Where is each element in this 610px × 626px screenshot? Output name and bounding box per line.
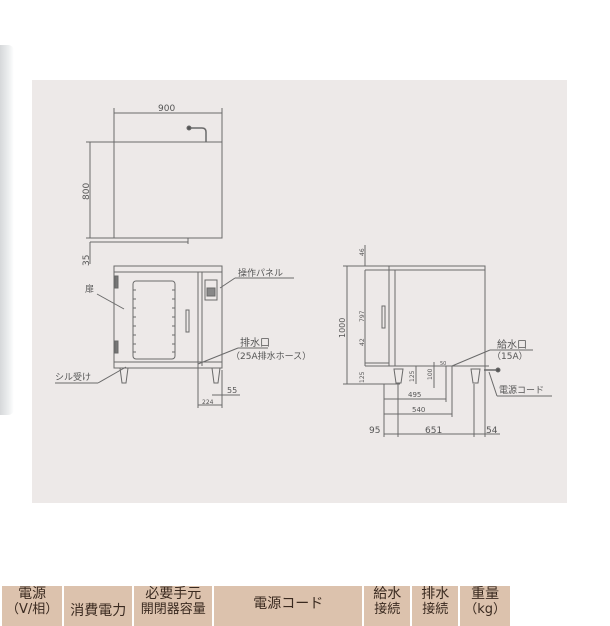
header-water-supply: 給水接続 [364,586,411,626]
dim-35: 35 [82,255,92,266]
control-panel [204,279,218,301]
side-view-body [388,265,486,367]
door-handle [185,309,190,333]
front-view-body [113,265,223,369]
dim-651: 651 [425,426,442,436]
dim-50: 50 [440,361,446,367]
side-leg-rear [470,368,481,384]
dim-55: 55 [227,386,237,395]
top-view: 900 800 35 [82,104,223,266]
front-leg-left [119,367,129,384]
dim-54: 54 [486,426,498,436]
left-edge-shadow [0,45,14,415]
label-drain-outlet: 排水口 [240,336,270,349]
header-breaker-capacity: 必要手元開閉器容量 [134,586,213,626]
technical-drawing: 900 800 35 [55,104,552,437]
spec-table-header-row: 電源（V/相） 消費電力 必要手元開閉器容量 電源コード 給水接続 排水接続 重… [2,586,511,626]
header-weight: 重量（kg） [460,586,511,626]
label-water-inlet-note: （15A） [492,351,528,362]
dim-495: 495 [408,391,421,399]
header-drainage: 排水接続 [412,586,459,626]
dim-1000: 1000 [338,318,347,338]
dim-797: 797 [359,310,366,322]
side-leg-front [393,368,404,384]
spec-table: 電源（V/相） 消費電力 必要手元開閉器容量 電源コード 給水接続 排水接続 重… [0,586,512,626]
side-handle [381,305,386,329]
dim-125: 125 [359,371,366,383]
header-power-cord: 電源コード [214,586,363,626]
label-sill-receiver: シル受け [55,371,91,383]
dim-inlet-125: 125 [409,370,416,382]
label-door: 扉 [85,283,94,295]
label-control-panel: 操作パネル [238,267,283,279]
dim-100: 100 [427,368,434,380]
top-view-body [113,141,223,239]
label-water-inlet: 給水口 [497,338,527,351]
dim-540: 540 [412,406,425,414]
label-drain-outlet-note: （25A排水ホース） [231,350,311,362]
door-window [132,280,176,360]
dim-46: 46 [359,248,366,256]
front-leg-right [211,367,221,384]
header-power-consumption: 消費電力 [64,586,133,626]
dim-800: 800 [82,183,92,200]
dim-95: 95 [369,426,380,436]
label-power-cord: 電源コード [499,385,544,396]
cord-plug-icon [190,127,207,142]
dim-900: 900 [158,104,175,114]
side-view: 1000 46 797 42 125 125 100 50 495 540 95… [338,245,552,437]
drawing-frame [32,80,567,503]
front-view: 扉 操作パネル 排水口 （25A排水ホース） シル受け 224 55 [55,265,311,408]
dim-42: 42 [359,338,366,346]
header-power-supply: 電源（V/相） [2,586,63,626]
dim-224: 224 [202,399,214,406]
